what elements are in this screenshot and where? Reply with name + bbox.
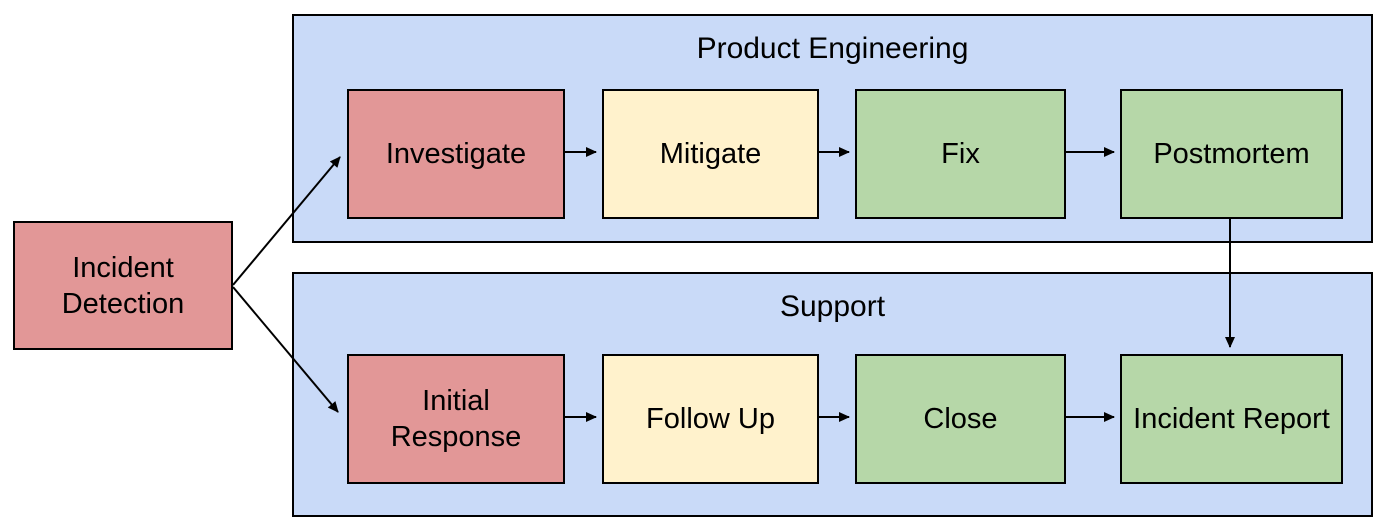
lane-support: Support Initial Response Follow Up Close… [292, 272, 1373, 517]
node-label: Initial Response [390, 385, 522, 453]
node-incident-report: Incident Report [1120, 354, 1343, 484]
node-follow-up: Follow Up [602, 354, 819, 484]
lane-title-support: Support [779, 290, 886, 323]
node-postmortem: Postmortem [1120, 89, 1343, 219]
node-label: Fix [941, 138, 980, 170]
node-label: Incident Report [1133, 403, 1330, 435]
node-label: Mitigate [659, 138, 762, 170]
node-initial-response: Initial Response [347, 354, 565, 484]
node-label: Close [923, 403, 998, 435]
node-label: Postmortem [1153, 138, 1310, 170]
node-incident-detection: Incident Detection [13, 221, 233, 350]
lane-title-product-engineering: Product Engineering [696, 32, 969, 65]
node-label: Investigate [385, 138, 527, 170]
node-label: Follow Up [646, 403, 775, 435]
node-close: Close [855, 354, 1066, 484]
node-mitigate: Mitigate [602, 89, 819, 219]
node-label: Incident Detection [61, 251, 185, 320]
lane-product-engineering: Product Engineering Investigate Mitigate… [292, 14, 1373, 243]
node-fix: Fix [855, 89, 1066, 219]
node-investigate: Investigate [347, 89, 565, 219]
